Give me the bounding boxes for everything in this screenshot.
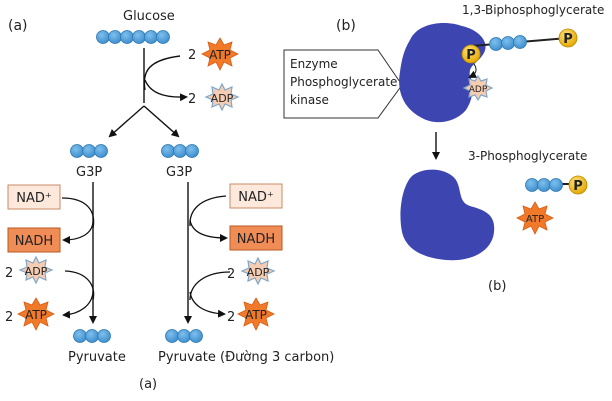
svg-text:P: P <box>466 48 476 63</box>
right-adp-curve <box>189 271 231 301</box>
atp-burst-top: ATP <box>201 37 239 71</box>
svg-text:ADP: ADP <box>247 266 270 279</box>
right-nad-curve <box>189 195 227 227</box>
adp-burst-left: ADP <box>18 255 54 285</box>
atp-burst-left: ATP <box>17 297 55 331</box>
substrate-label: 1,3-Biphosphoglycerate <box>462 3 604 17</box>
phosphate-right: P <box>558 28 578 48</box>
panel-b-caption: (b) <box>488 279 506 294</box>
substrate-carbon-chain <box>489 35 527 51</box>
pyruvate-label-left: Pyruvate <box>68 350 126 365</box>
product-label: 3-Phosphoglycerate <box>468 149 587 163</box>
left-atp-curve <box>62 291 94 319</box>
split-arrow-right <box>143 105 180 138</box>
right-atp-coefficient: 2 <box>227 310 235 325</box>
panel-a-caption: (a) <box>139 377 157 392</box>
svg-text:Enzyme: Enzyme <box>290 57 338 71</box>
svg-text:ADP: ADP <box>211 92 234 105</box>
right-adp-coefficient: 2 <box>227 267 235 282</box>
glucose-label: Glucose <box>123 9 175 24</box>
atp-input-curve <box>143 55 181 91</box>
atp-burst-b: ATP <box>516 201 554 235</box>
left-atp-coefficient: 2 <box>5 310 13 325</box>
left-nad-curve <box>61 197 95 229</box>
split-arrow-left <box>108 105 145 138</box>
right-nadh-curve <box>189 219 228 242</box>
g3p-label-left: G3P <box>76 165 102 180</box>
svg-text:ATP: ATP <box>245 308 267 322</box>
svg-text:ADP: ADP <box>469 85 488 95</box>
svg-text:Phosphoglycerate: Phosphoglycerate <box>290 75 397 89</box>
svg-text:P: P <box>563 32 573 47</box>
g3p-molecule-left <box>70 144 108 158</box>
nad-box-right: NAD⁺ <box>229 183 283 209</box>
nadh-box-right: NADH <box>229 225 283 251</box>
adp-burst-top: ADP <box>204 82 240 112</box>
svg-text:ATP: ATP <box>209 48 231 62</box>
atp-coefficient: 2 <box>188 48 196 63</box>
right-atp-curve <box>189 291 226 318</box>
pyruvate-label-right: Pyruvate (Đường 3 carbon) <box>158 350 334 365</box>
g3p-molecule-right <box>161 144 199 158</box>
svg-text:P: P <box>573 179 583 194</box>
product-carbon-chain <box>525 178 563 192</box>
svg-text:ATP: ATP <box>526 214 544 225</box>
enzyme-shape-top <box>399 22 486 123</box>
phosphate-product: P <box>568 175 588 195</box>
svg-text:NAD⁺: NAD⁺ <box>238 190 274 205</box>
atp-burst-right: ATP <box>237 297 275 331</box>
adp-coefficient: 2 <box>188 92 196 107</box>
adp-burst-right: ADP <box>240 256 276 286</box>
panel-a-label: (a) <box>8 18 28 34</box>
pyruvate-molecule-right <box>165 329 203 343</box>
enzyme-label-callout: Enzyme Phosphoglycerate kinase <box>283 49 403 119</box>
glucose-molecule <box>96 30 170 44</box>
pyruvate-molecule-left <box>73 329 111 343</box>
phosphate-left: P <box>461 44 481 64</box>
phosphate-transfer-arrow <box>468 63 478 78</box>
svg-text:NADH: NADH <box>15 234 53 249</box>
enzyme-shape-bottom <box>400 169 495 261</box>
left-adp-coefficient: 2 <box>5 266 13 281</box>
g3p-label-right: G3P <box>166 165 192 180</box>
svg-text:ADP: ADP <box>25 265 48 278</box>
left-nadh-curve <box>62 221 94 244</box>
panel-b-label: (b) <box>336 18 356 34</box>
svg-text:ATP: ATP <box>25 308 47 322</box>
nadh-box-left: NADH <box>7 227 61 253</box>
left-adp-curve <box>64 270 95 301</box>
adp-output-curve <box>144 79 188 102</box>
adp-burst-b: ADP <box>462 74 494 102</box>
svg-text:kinase: kinase <box>290 93 329 107</box>
svg-text:NAD⁺: NAD⁺ <box>16 191 52 206</box>
svg-text:NADH: NADH <box>237 232 275 247</box>
nad-box-left: NAD⁺ <box>7 184 61 210</box>
